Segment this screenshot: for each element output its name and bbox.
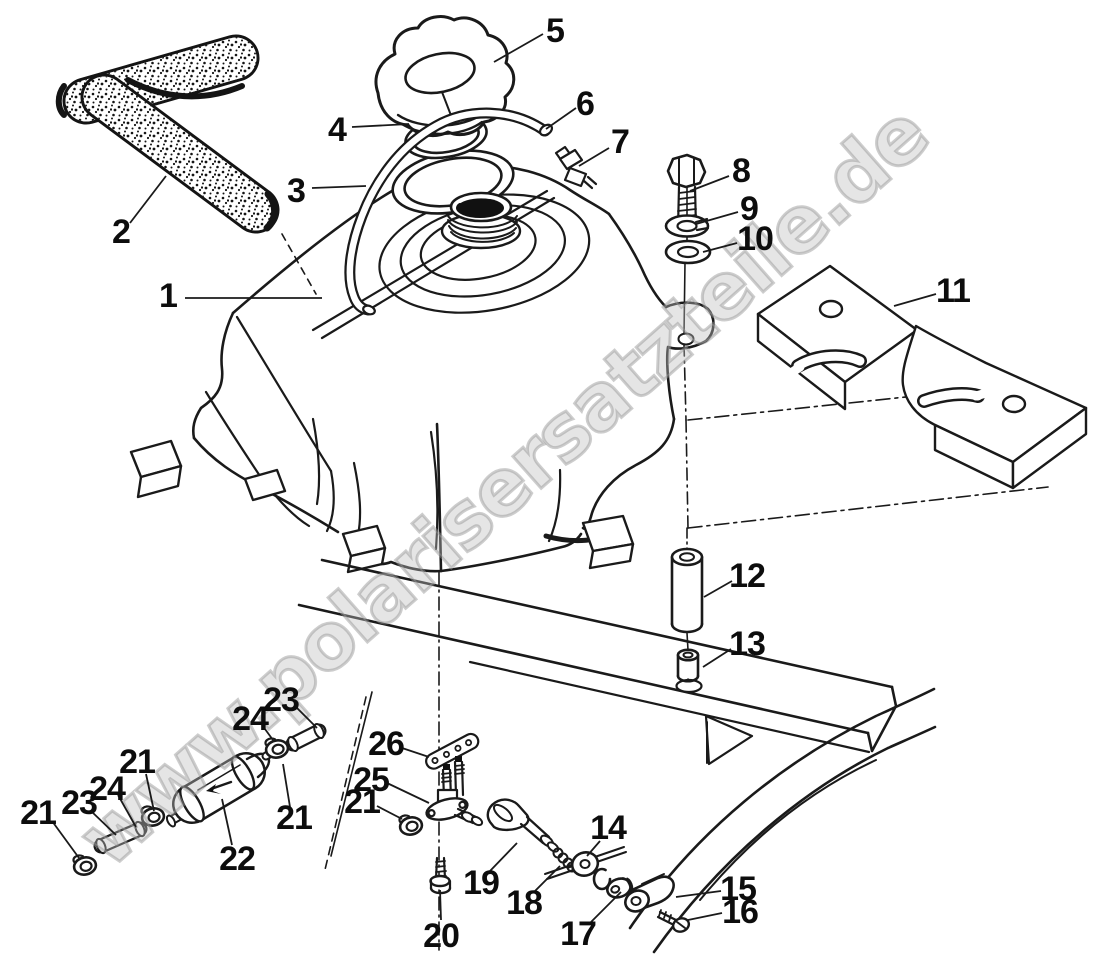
leader-line-25 [386, 782, 430, 804]
callout-8: 8 [732, 152, 750, 190]
flat-washer [664, 239, 712, 265]
mounting-bracket [756, 264, 1088, 490]
callout-4: 4 [328, 111, 347, 149]
leader-line-22 [221, 798, 233, 846]
callout-1: 1 [159, 277, 177, 315]
fuel-tank [129, 164, 715, 574]
callout-5: 5 [546, 12, 564, 50]
leader-line-14 [586, 840, 601, 857]
callout-22: 22 [219, 840, 255, 878]
leader-line-6 [545, 107, 577, 130]
callout-26: 26 [368, 725, 404, 763]
callout-18: 18 [506, 884, 542, 922]
leader-line-9 [695, 211, 739, 225]
callout-13: 13 [729, 625, 765, 663]
leader-line-5 [493, 33, 544, 63]
leader-line-19 [489, 842, 518, 872]
leader-line-24b [261, 724, 274, 741]
callout-21b: 21 [119, 743, 155, 781]
callout-25: 25 [353, 761, 389, 799]
valve-gasket-plate [425, 732, 480, 770]
leader-line-17 [590, 891, 622, 923]
leader-line-12 [703, 580, 733, 598]
lock-washer [664, 214, 710, 238]
spacer-long [670, 547, 704, 634]
callout-14: 14 [590, 809, 627, 847]
leader-line-24a [117, 794, 137, 828]
leader-line-15 [675, 890, 722, 898]
callout-12: 12 [729, 557, 765, 595]
leader-line-26 [401, 747, 430, 758]
callout-23b: 23 [263, 681, 299, 719]
foam-pad [55, 34, 280, 234]
leader-line-4 [351, 123, 410, 128]
callout-21d: 21 [344, 783, 380, 821]
fuel-hoses [93, 722, 327, 855]
leader-line-16 [687, 912, 723, 921]
valve-plunger [486, 798, 560, 853]
fuel-filter [165, 742, 286, 828]
callout-17: 17 [560, 915, 596, 953]
callout-10: 10 [737, 220, 773, 258]
frame-rail [297, 558, 898, 766]
callout-6: 6 [576, 85, 594, 123]
callout-11: 11 [936, 272, 970, 310]
leader-line-3 [311, 185, 367, 189]
leader-line-11 [893, 293, 937, 307]
leader-line-23b [295, 706, 318, 729]
callout-24b: 24 [232, 700, 269, 738]
valve-knob [624, 873, 675, 913]
vent-fitting [554, 145, 598, 190]
callout-20: 20 [423, 917, 459, 955]
leader-line-13 [702, 648, 732, 668]
leader-line-23a [90, 810, 117, 836]
leader-line-20 [439, 889, 442, 921]
callout-19: 19 [463, 864, 499, 902]
leader-line-21a [51, 820, 80, 859]
valve-lever-washer [544, 846, 627, 880]
valve-seals [592, 867, 634, 899]
callout-24a: 24 [89, 770, 126, 808]
filler-neck [440, 191, 522, 250]
callout-16: 16 [722, 893, 758, 931]
callout-9: 9 [740, 190, 758, 228]
fuel-valve [425, 756, 484, 827]
leader-line-21b [145, 773, 155, 812]
callout-15: 15 [720, 870, 756, 908]
leader-line-10 [702, 242, 738, 253]
callout-3: 3 [287, 172, 305, 210]
frame-tubes [628, 687, 937, 954]
leader-line-21d [376, 805, 403, 820]
callout-7: 7 [611, 123, 629, 161]
leader-line-2 [129, 175, 167, 224]
leader-line-18 [534, 865, 561, 892]
callout-2: 2 [112, 213, 130, 251]
knob-screw [656, 909, 691, 933]
leader-line-7 [578, 147, 610, 167]
leader-line-8 [689, 175, 730, 192]
callout-21c: 21 [276, 799, 312, 837]
callout-23a: 23 [61, 784, 97, 822]
leader-line-21c [282, 763, 291, 808]
spacer-short [676, 648, 700, 683]
callout-21a: 21 [20, 794, 56, 832]
